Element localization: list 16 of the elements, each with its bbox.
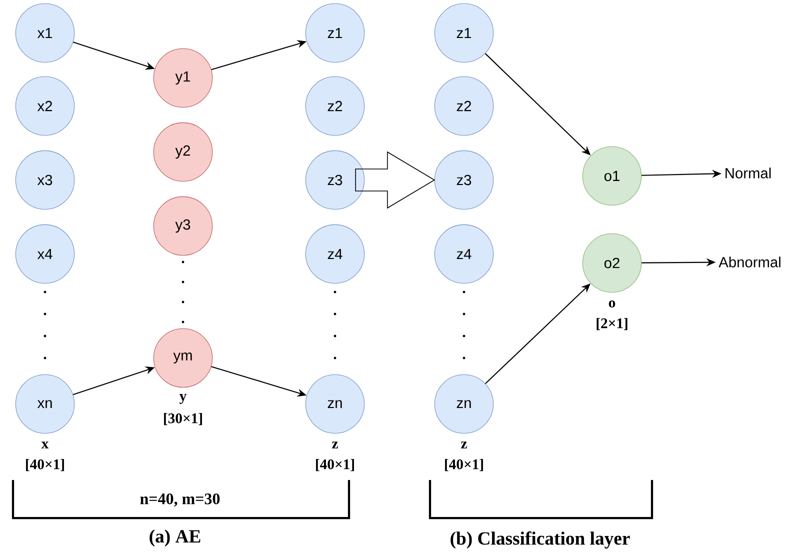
output-label: Abnormal [718, 256, 780, 268]
dimension-label: z [332, 442, 338, 448]
dimension-label: z [461, 442, 467, 448]
dimension-label: [30×1] [164, 412, 202, 426]
block-arrow [355, 151, 436, 209]
panel-caption: (b) Classification layer [450, 531, 630, 549]
dimension-label: y [179, 394, 187, 404]
dimension-label: [2×1] [596, 318, 628, 330]
dimension-label: [40×1] [445, 458, 483, 472]
dimension-label: [40×1] [316, 458, 354, 472]
output-label: Normal [726, 168, 771, 178]
dimension-label: x [41, 442, 49, 448]
bracket-label: n=40, m=30 [140, 493, 220, 507]
dimension-label: [40×1] [26, 458, 64, 472]
panel-caption: (a) AE [150, 530, 200, 546]
dimension-label: o [608, 300, 616, 308]
